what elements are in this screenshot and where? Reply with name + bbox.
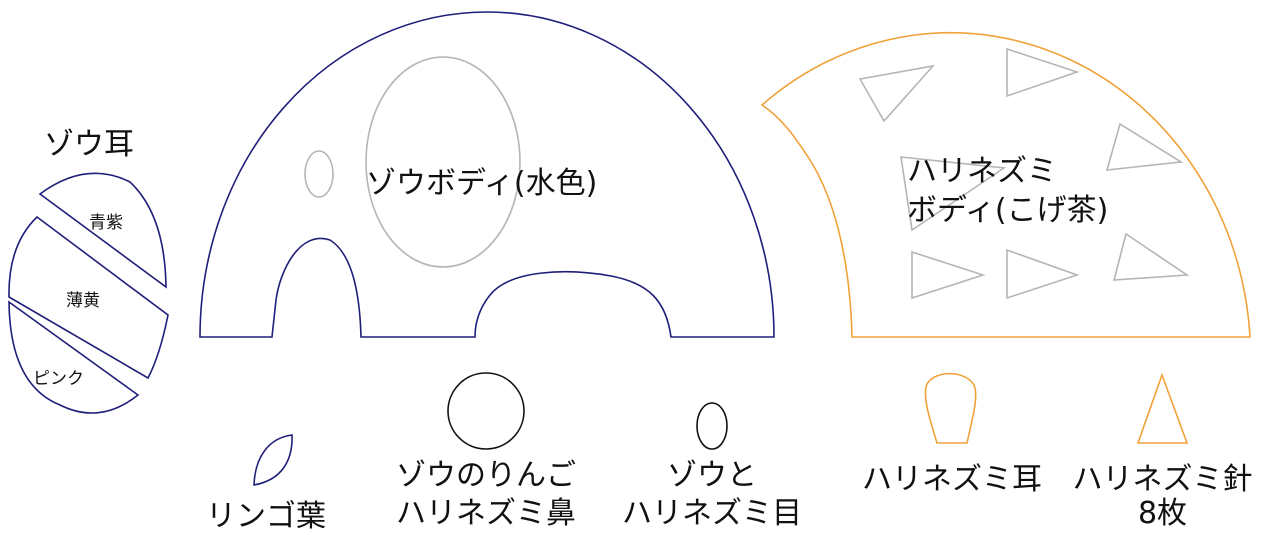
- apple-leaf-label: リンゴ葉: [206, 499, 326, 534]
- spine-guide: [900, 156, 1007, 232]
- hedgehog-ear-label: ハリネズミ耳: [862, 462, 1042, 497]
- spine-guide: [1105, 122, 1184, 171]
- elephant-body-outline: [199, 11, 775, 338]
- apple-nose-label-line1: ゾウのりんご: [396, 458, 576, 493]
- spine-guide: [1006, 47, 1080, 98]
- ear-part-label-light-yellow: 薄黄: [66, 291, 100, 311]
- elephant-body-label: ゾウボディ(水色): [366, 166, 598, 201]
- spine-guide: [858, 64, 936, 123]
- ear-piece-pink: [8, 300, 140, 414]
- hedgehog-spine-label-line2: 8枚: [1137, 496, 1188, 531]
- elephant-eye-guide: [304, 150, 334, 198]
- spine-guide: [911, 250, 986, 300]
- eye-label-line1: ゾウと: [667, 458, 757, 493]
- apple-nose-circle: [447, 372, 525, 450]
- apple-nose-label-line2: ハリネズミ鼻: [396, 496, 576, 531]
- ear-part-label-pink: ピンク: [33, 369, 84, 389]
- hedgehog-ear-shape: [924, 372, 977, 444]
- hedgehog-body-outline: [760, 31, 1251, 338]
- elephant-ear-guide: [365, 56, 521, 268]
- ear-part-label-blue-purple: 青紫: [89, 213, 123, 233]
- hedgehog-body-label-line1: ハリネズミ: [907, 154, 1057, 189]
- eye-shape: [696, 402, 728, 450]
- ear-piece-blue-purple: [38, 172, 167, 289]
- hedgehog-spine-label-line1: ハリネズミ針: [1072, 462, 1253, 497]
- eye-label-line2: ハリネズミ目: [622, 496, 802, 531]
- apple-leaf-shape: [253, 434, 293, 486]
- elephant-ear-title: ゾウ耳: [44, 127, 134, 162]
- ear-piece-light-yellow: [8, 215, 169, 380]
- elephant-ear-group: [8, 172, 169, 414]
- hedgehog-body-label-line2: ボディ(こげ茶): [907, 193, 1109, 228]
- spine-guide: [1006, 248, 1080, 300]
- hedgehog-spine-shape: [1136, 372, 1189, 444]
- spine-guide: [1112, 232, 1190, 281]
- hedgehog-spine-guides: [858, 47, 1190, 300]
